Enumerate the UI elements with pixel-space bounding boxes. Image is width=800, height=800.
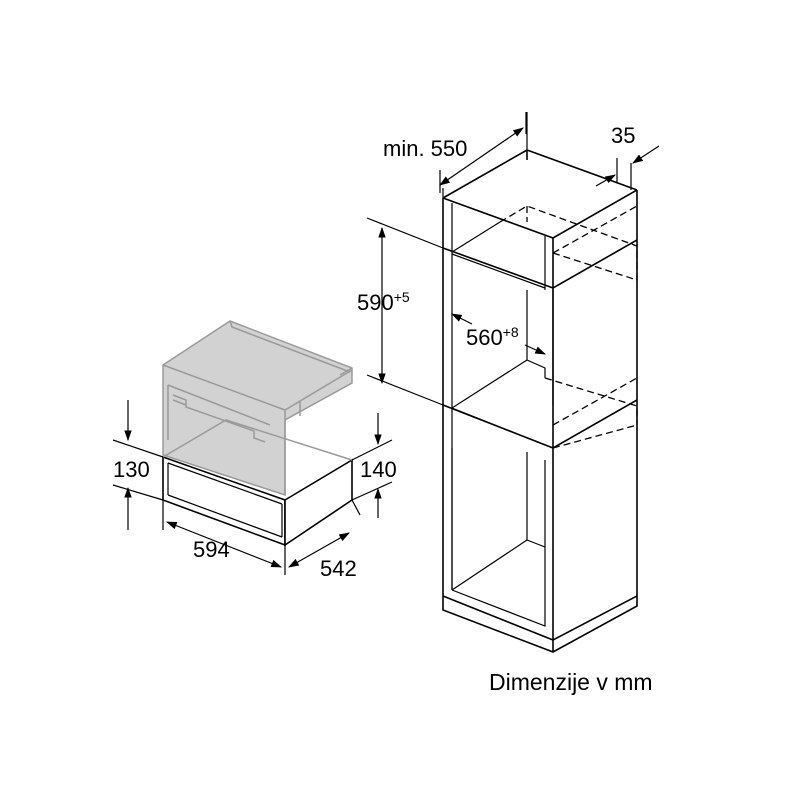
dimension-drawer-side-height: 140 bbox=[351, 413, 397, 518]
cabinet-top-front bbox=[442, 149, 638, 199]
niche-height-label: 590+5 bbox=[357, 289, 410, 315]
dimension-drawer-depth: 542 bbox=[288, 499, 361, 581]
dimension-niche-width: 560+8 bbox=[451, 313, 546, 355]
niche-width-label: 560+8 bbox=[466, 324, 519, 350]
side-height-label: 140 bbox=[360, 457, 397, 482]
dimension-drawer-front-height: 130 bbox=[112, 400, 164, 530]
dimension-depth: min. 550 bbox=[383, 112, 528, 198]
upper-shelf bbox=[442, 239, 638, 289]
width-label: 594 bbox=[193, 537, 230, 562]
offset-label: 35 bbox=[611, 123, 635, 148]
dimension-drawer-width: 594 bbox=[162, 500, 286, 575]
dimensions-caption: Dimenzije v mm bbox=[489, 669, 653, 695]
front-height-label: 130 bbox=[113, 457, 150, 482]
tall-cabinet bbox=[442, 149, 638, 653]
ghost-oven bbox=[162, 320, 353, 497]
middle-shelf bbox=[442, 399, 638, 449]
dimension-niche-height: 590+5 bbox=[357, 217, 444, 406]
bottom-shelf bbox=[442, 595, 638, 641]
depth-label-drawer: 542 bbox=[320, 556, 357, 581]
dimension-offset: 35 bbox=[595, 123, 660, 190]
depth-label: min. 550 bbox=[383, 136, 467, 161]
